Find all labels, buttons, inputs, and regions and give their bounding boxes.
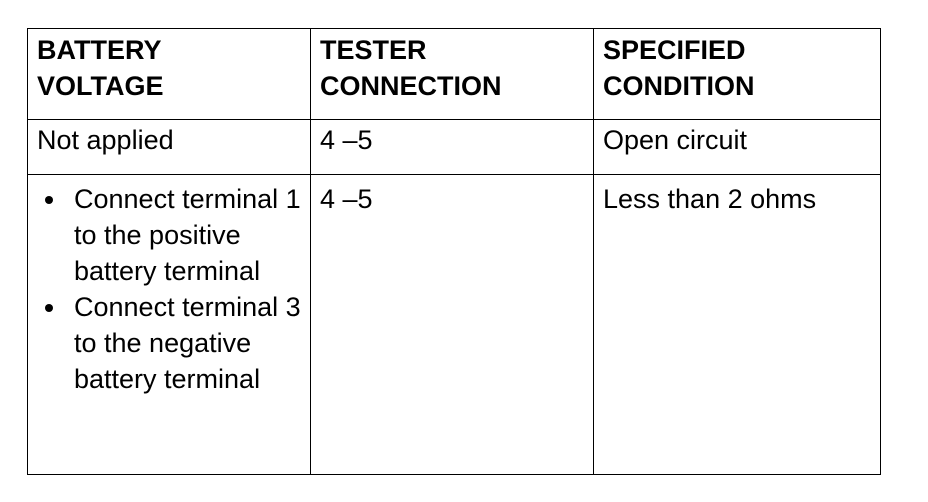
cell-specified-condition: Open circuit: [593, 119, 881, 175]
header-text-line: TESTER: [320, 35, 427, 65]
header-tester-connection: TESTER CONNECTION: [310, 28, 594, 120]
cell-specified-condition: Less than 2 ohms: [593, 174, 881, 475]
header-text-line: CONNECTION: [320, 71, 502, 101]
list-item: Connect terminal 1 to the positive batte…: [37, 181, 310, 289]
header-text-line: BATTERY: [37, 35, 162, 65]
header-text-line: VOLTAGE: [37, 71, 164, 101]
header-text-line: CONDITION: [603, 71, 755, 101]
cell-battery-voltage: Connect terminal 1 to the positive batte…: [27, 174, 311, 475]
header-battery-voltage: BATTERY VOLTAGE: [27, 28, 311, 120]
table-row: Not applied 4 –5 Open circuit: [27, 119, 881, 175]
header-text-line: SPECIFIED: [603, 35, 746, 65]
cell-tester-connection: 4 –5: [310, 119, 594, 175]
table-row: Connect terminal 1 to the positive batte…: [27, 174, 881, 475]
specification-table: BATTERY VOLTAGE TESTER CONNECTION SPECIF…: [27, 28, 881, 475]
cell-tester-connection: 4 –5: [310, 174, 594, 475]
cell-battery-voltage: Not applied: [27, 119, 311, 175]
bullet-icon: [45, 304, 53, 312]
table-header-row: BATTERY VOLTAGE TESTER CONNECTION SPECIF…: [27, 28, 881, 120]
step-text: Connect terminal 3 to the negative batte…: [74, 292, 301, 394]
connection-steps-list: Connect terminal 1 to the positive batte…: [37, 181, 310, 397]
header-specified-condition: SPECIFIED CONDITION: [593, 28, 881, 120]
list-item: Connect terminal 3 to the negative batte…: [37, 289, 310, 397]
bullet-icon: [45, 196, 53, 204]
step-text: Connect terminal 1 to the positive batte…: [74, 184, 301, 286]
